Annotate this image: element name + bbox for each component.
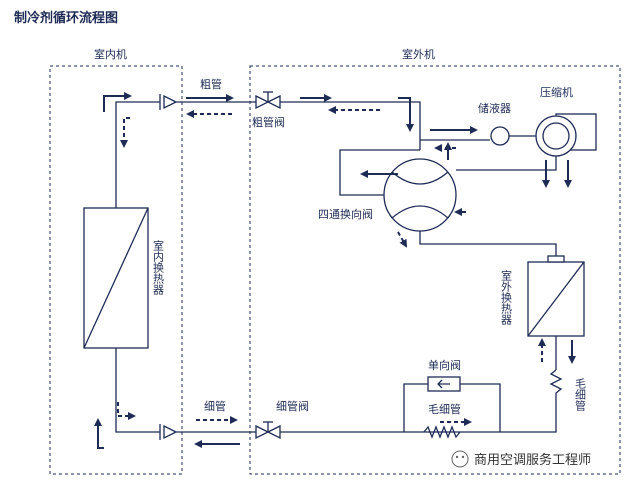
- capillary-side-coil: [280, 369, 563, 433]
- thin-pipe-valve-label: 细管阀: [276, 399, 309, 413]
- indoor-exchanger-label: 室内换热器: [152, 239, 165, 296]
- capillary-side-label: 毛细管: [574, 378, 587, 412]
- outdoor-exchanger-inlet-pipe: [419, 231, 557, 256]
- check-valve-label: 单向阀: [428, 358, 461, 372]
- thin-pipe-valve-icon: [255, 421, 281, 440]
- indoor-unit-box: [49, 65, 183, 475]
- thick-pipe-valve-label: 粗管阀: [252, 115, 285, 129]
- indoor-unit-label: 室内机: [94, 47, 127, 61]
- outdoor-exchanger-label: 室外换热器: [500, 269, 513, 326]
- outdoor-top-pipe: [280, 101, 421, 150]
- capillary-main-coil: [423, 425, 461, 439]
- indoor-heat-exchanger: [83, 207, 149, 349]
- indoor-upper-pipe: [115, 101, 160, 208]
- outdoor-heat-exchanger: [527, 255, 585, 337]
- outdoor-unit-box: [249, 65, 621, 475]
- heating-flow-arrows: [117, 106, 546, 426]
- accumulator-icon: [490, 126, 510, 146]
- cooling-flow-arrows: [94, 92, 576, 449]
- capillary-main-label: 毛细管: [428, 402, 461, 416]
- indoor-lower-pipe: [115, 348, 160, 433]
- compressor-label: 压缩机: [540, 85, 573, 99]
- compressor-icon: [535, 113, 597, 157]
- upper-flare-connector: [159, 94, 256, 110]
- lower-flare-connector: [159, 424, 256, 440]
- four-way-valve: [383, 158, 457, 232]
- thin-pipe-label: 细管: [204, 399, 226, 413]
- outdoor-unit-label: 室外机: [402, 47, 435, 61]
- watermark-text: 商用空调服务工程师: [474, 452, 591, 468]
- thick-pipe-valve-icon: [255, 91, 281, 110]
- compressor-discharge-pipe: [456, 156, 557, 171]
- accumulator-label: 储液器: [478, 101, 511, 115]
- watermark-logo-icon: [451, 450, 469, 468]
- thick-pipe-label: 粗管: [200, 77, 222, 91]
- diagram-title: 制冷剂循环流程图: [14, 10, 118, 26]
- four-way-left-loop: [339, 149, 420, 196]
- four-way-valve-label: 四通换向阀: [318, 207, 373, 221]
